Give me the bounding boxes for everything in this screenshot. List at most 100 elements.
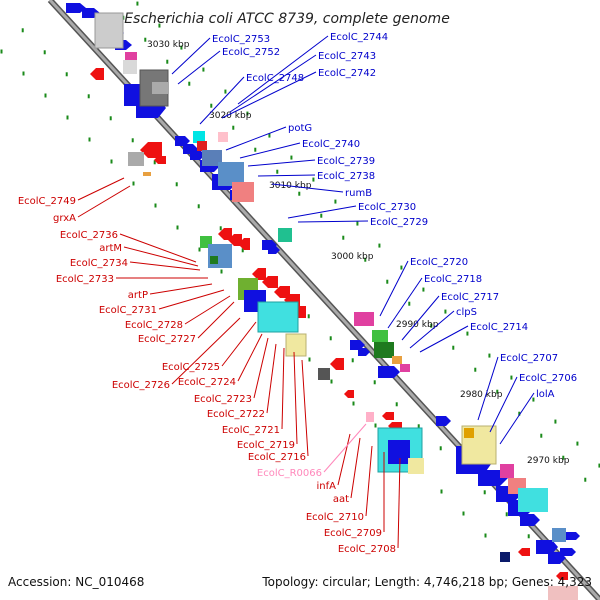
forward-gene-label: EcolC_2730 [358, 202, 416, 213]
reverse-gene-leader [237, 333, 263, 382]
reverse-gene-label: EcolC_2728 [125, 320, 183, 331]
reverse-gene-label: EcolC_2709 [324, 528, 382, 539]
forward-gene-label: EcolC_2743 [318, 51, 376, 62]
forward-gene-label: EcolC_2729 [370, 217, 428, 228]
forward-gene-label: EcolC_2752 [222, 47, 280, 58]
reverse-gene-leader [171, 317, 241, 385]
forward-gene-leader [237, 35, 329, 105]
forward-gene-label: potG [288, 123, 312, 134]
forward-gene-leader [177, 50, 221, 85]
feature-tracks [66, 3, 580, 600]
forward-gene-leader [379, 260, 409, 317]
reverse-gene-label: aat [333, 494, 349, 505]
reverse-gene-label: grxA [53, 213, 76, 224]
forward-gene-label: EcolC_2742 [318, 68, 376, 79]
reverse-gene-label: EcolC_2733 [56, 274, 114, 285]
kbp-label-3020: 3020 kbp [209, 111, 252, 121]
reverse-gene-label: artP [128, 290, 148, 301]
forward-gene-leader [239, 142, 301, 159]
reverse-gene-label: EcolC_2736 [60, 230, 118, 241]
reverse-gene-label: EcolC_2721 [222, 425, 280, 436]
reverse-gene-leader [149, 283, 213, 295]
reverse-gene-label: EcolC_2722 [207, 409, 265, 420]
reverse-gene-leader [350, 437, 361, 499]
reverse-gene-leader [281, 347, 285, 430]
forward-gene-leader [257, 174, 316, 177]
accession-label: Accession: NC_010468 [8, 575, 144, 589]
reverse-gene-label: EcolC_2731 [99, 305, 157, 316]
reverse-gene-leader [197, 301, 235, 339]
reverse-gene-leader [266, 343, 277, 414]
forward-gene-label: EcolC_2744 [330, 32, 388, 43]
reverse-gene-leader [301, 359, 309, 457]
forward-gene-label: EcolC_2714 [470, 322, 528, 333]
forward-gene-label: EcolC_2717 [441, 292, 499, 303]
forward-gene-label: EcolC_2748 [246, 73, 304, 84]
forward-gene-label: EcolC_2740 [302, 139, 360, 150]
reverse-gene-label: infA [317, 481, 337, 492]
forward-gene-label: lolA [536, 389, 555, 400]
reverse-gene-leader [184, 295, 231, 325]
forward-gene-leader [401, 295, 440, 341]
forward-gene-label: clpS [456, 307, 477, 318]
forward-gene-leader [221, 71, 317, 119]
kbp-label-2990: 2990 kbp [396, 320, 439, 330]
kbp-label-2980: 2980 kbp [460, 390, 503, 400]
reverse-gene-leader [221, 321, 257, 367]
label-leader-lines [77, 35, 535, 549]
genome-summary-label: Topology: circular; Length: 4,746,218 bp… [261, 575, 592, 589]
forward-gene-leader [419, 325, 469, 353]
forward-gene-label: rumB [345, 188, 372, 199]
reverse-gene-label: EcolC_2726 [112, 380, 170, 391]
forward-gene-label: EcolC_2707 [500, 353, 558, 364]
forward-gene-leader [409, 310, 455, 349]
map-title: Escherichia coli ATCC 8739, complete gen… [124, 11, 450, 27]
forward-gene-leader [287, 205, 357, 219]
reverse-gene-label: EcolC_2725 [162, 362, 220, 373]
rna-gene-leader [323, 423, 367, 473]
reverse-gene-label: EcolC_2734 [70, 258, 128, 269]
reverse-gene-leader [337, 433, 351, 486]
reverse-gene-label: EcolC_2710 [306, 512, 364, 523]
forward-gene-leader [229, 54, 317, 113]
reverse-gene-label: EcolC_2749 [18, 196, 76, 207]
reverse-gene-label: EcolC_2724 [178, 377, 236, 388]
reverse-gene-label: EcolC_2723 [194, 394, 252, 405]
kbp-label-2970: 2970 kbp [527, 456, 570, 466]
forward-gene-leader [387, 277, 423, 329]
forward-gene-leader [297, 220, 369, 223]
reverse-gene-leader [158, 289, 225, 310]
kbp-label-3030: 3030 kbp [147, 40, 190, 50]
reverse-gene-leader [123, 246, 199, 267]
forward-gene-leader [477, 356, 499, 421]
forward-gene-label: EcolC_2720 [410, 257, 468, 268]
forward-gene-leader [271, 183, 344, 193]
forward-gene-label: EcolC_2753 [212, 34, 270, 45]
reverse-gene-leader [119, 233, 197, 263]
reverse-gene-label: artM [99, 243, 122, 254]
forward-gene-label: EcolC_2706 [519, 373, 577, 384]
forward-gene-leader [247, 159, 316, 167]
reverse-gene-leader [253, 337, 269, 399]
reverse-gene-leader [77, 177, 125, 201]
reverse-gene-leader [293, 351, 298, 445]
forward-gene-leader [171, 37, 211, 75]
forward-gene-leader [489, 376, 518, 433]
reverse-gene-leader [397, 457, 401, 549]
forward-gene-leader [499, 392, 535, 445]
position-tick-dots [0, 1, 600, 561]
forward-gene-label: EcolC_2739 [317, 156, 375, 167]
forward-gene-leader [225, 126, 287, 151]
reverse-gene-leader [77, 185, 131, 218]
forward-gene-label: EcolC_2718 [424, 274, 482, 285]
rna-gene-label: EcolC_R0066 [257, 468, 322, 479]
kbp-label-3000: 3000 kbp [331, 252, 374, 262]
reverse-gene-arrows-upper [90, 68, 166, 164]
reverse-gene-label: EcolC_2716 [248, 452, 306, 463]
forward-gene-leader [199, 76, 245, 125]
reverse-gene-leader [129, 261, 201, 271]
reverse-gene-label: EcolC_2719 [237, 440, 295, 451]
